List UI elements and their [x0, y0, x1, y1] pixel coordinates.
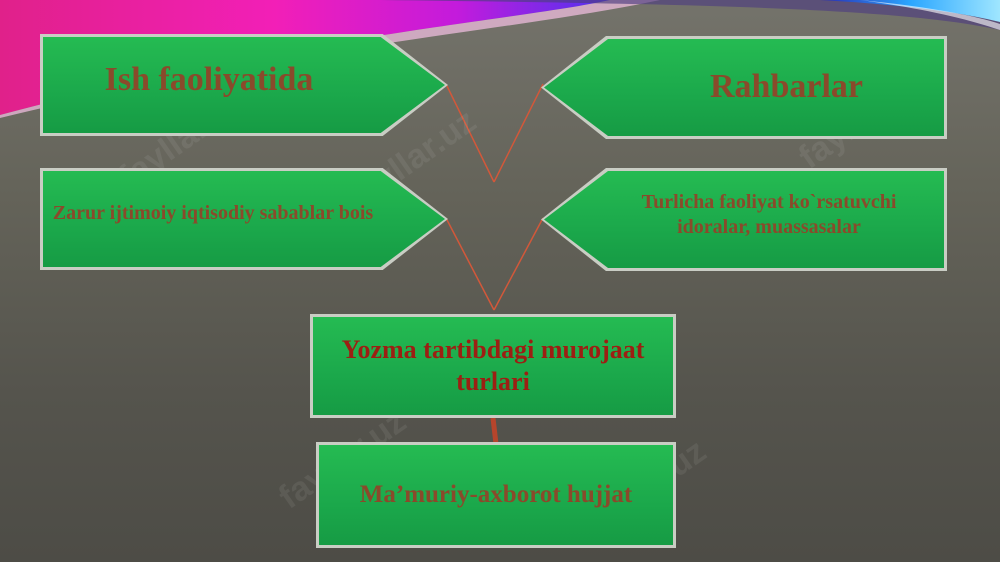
box-administrative-document: Ma’muriy-axborot hujjat — [316, 442, 676, 548]
box-written-appeal-types: Yozma tartibdagi murojaat turlari — [310, 314, 676, 418]
box-socioeconomic-reasons: Zarur ijtimoiy iqtisodiy sabablar bois — [40, 168, 448, 270]
connector-line — [445, 217, 495, 311]
box-institutions: Turlicha faoliyat ko`rsatuvchi idoralar,… — [541, 168, 947, 271]
connector-line — [493, 217, 544, 311]
connector-line — [490, 417, 499, 445]
box-work-activity: Ish faoliyatida — [40, 34, 448, 136]
box-institutions-label: Turlicha faoliyat ko`rsatuvchi idoralar,… — [641, 190, 897, 238]
box-work-activity-label: Ish faoliyatida — [104, 60, 314, 98]
box-administrative-document-label: Ma’muriy-axborot hujjat — [359, 481, 633, 509]
box-socioeconomic-reasons-label: Zarur ijtimoiy iqtisodiy sabablar bois — [52, 201, 374, 224]
box-written-appeal-types-label: Yozma tartibdagi murojaat turlari — [341, 334, 645, 397]
box-managers-label: Rahbarlar — [710, 68, 863, 106]
box-managers: Rahbarlar — [541, 36, 947, 139]
connector-line — [445, 83, 495, 183]
decorative-banner — [0, 0, 1000, 118]
connector-line — [493, 83, 544, 183]
